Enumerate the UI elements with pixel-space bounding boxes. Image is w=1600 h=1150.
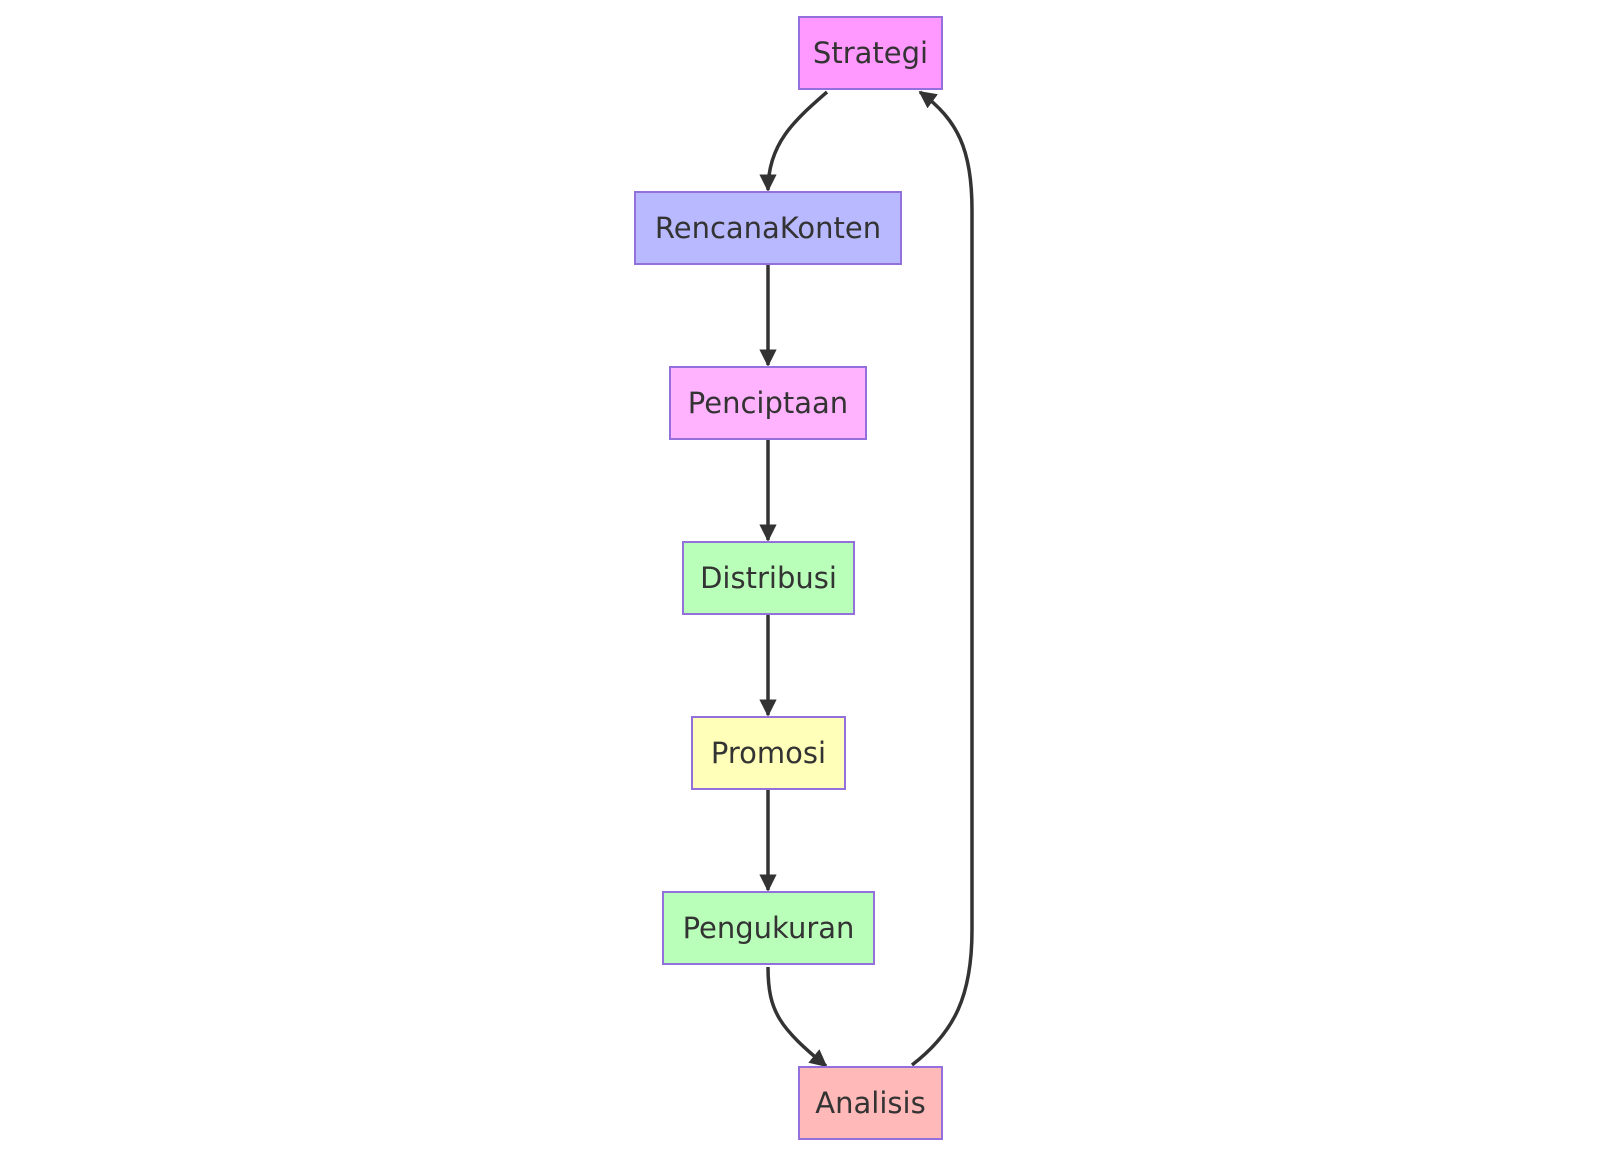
edge-strategi-to-rencanakonten [759, 90, 829, 192]
node-distribusi[interactable]: Distribusi [682, 541, 855, 615]
node-promosi[interactable]: Promosi [691, 716, 846, 790]
edge-pengukuran-to-analisis [766, 966, 828, 1068]
node-pengukuran[interactable]: Pengukuran [662, 891, 875, 965]
node-rencanakonten[interactable]: RencanaKonten [634, 191, 902, 265]
node-strategi[interactable]: Strategi [798, 16, 943, 90]
node-analisis[interactable]: Analisis [798, 1066, 943, 1140]
node-penciptaan[interactable]: Penciptaan [669, 366, 867, 440]
edge-analisis-to-strategi [910, 90, 974, 1067]
